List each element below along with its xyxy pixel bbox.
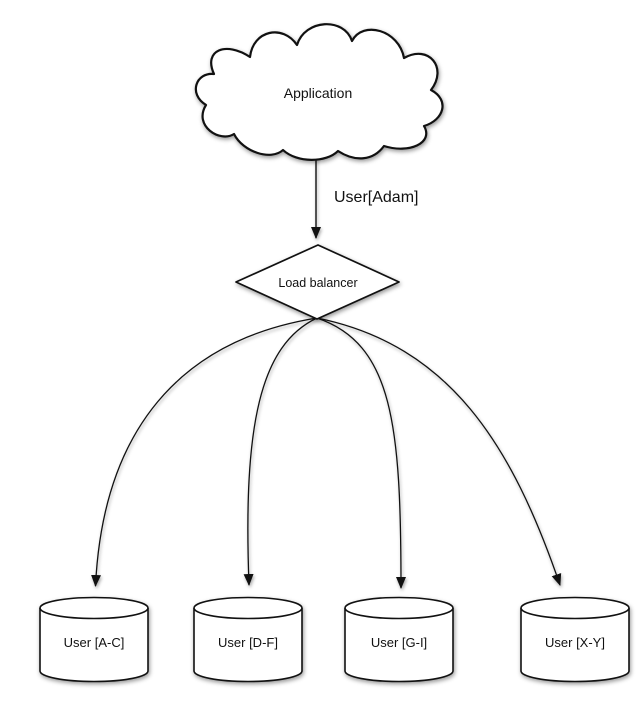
shard-cylinder-1: User [A-C] — [39, 596, 149, 683]
cylinder-body — [520, 608, 630, 683]
arrow-lb-to-shard-2 — [243, 317, 318, 586]
diamond-icon — [235, 244, 400, 320]
cylinder-top — [193, 596, 303, 620]
shard-cylinder-3: User [G-I] — [344, 596, 454, 683]
arrow-lb-to-shard-4 — [316, 317, 562, 586]
shard-cylinder-4: User [X-Y] — [520, 596, 630, 683]
request-edge-label: User[Adam] — [334, 189, 418, 206]
load-balancer-label: Load balancer — [278, 276, 357, 290]
cloud-label: Application — [284, 85, 353, 101]
cylinder-top — [39, 596, 149, 620]
load-balancer-node: Load balancer — [235, 244, 400, 320]
shard-cylinder-2: User [D-F] — [193, 596, 303, 683]
arrow-lb-to-shard-1 — [91, 317, 318, 587]
cylinder-top — [520, 596, 630, 620]
application-cloud-node: Application — [194, 23, 444, 161]
shard-label-1: User [A-C] — [64, 635, 125, 650]
shard-label-2: User [D-F] — [218, 635, 278, 650]
cloud-icon — [194, 23, 444, 161]
shard-label-3: User [G-I] — [371, 635, 427, 650]
cylinder-body — [193, 608, 303, 683]
cylinder-top — [344, 596, 454, 620]
cylinder-body — [344, 608, 454, 683]
arrow-lb-to-shard-3 — [316, 317, 406, 589]
shard-label-4: User [X-Y] — [545, 635, 605, 650]
cylinder-body — [39, 608, 149, 683]
